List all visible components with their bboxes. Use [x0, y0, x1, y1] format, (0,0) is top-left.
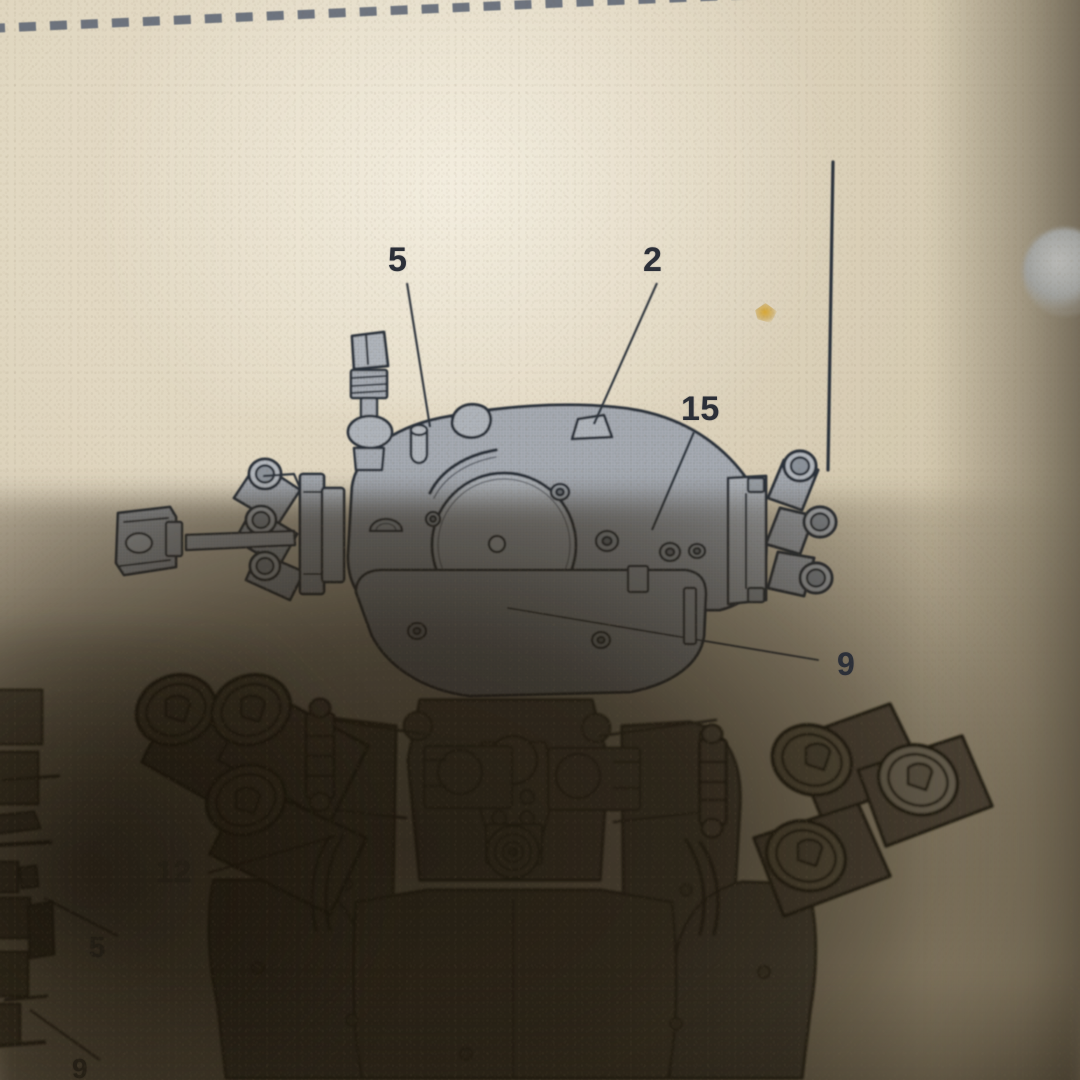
- callout-partial-bottom: 9: [72, 1053, 89, 1080]
- callout-5-bottom: 5: [89, 932, 106, 964]
- photo-shadow-right: [928, 0, 1080, 1080]
- callout-12: 12: [156, 854, 192, 889]
- callout-5-top: 5: [388, 241, 408, 279]
- callout-15: 15: [681, 390, 720, 428]
- callout-9: 9: [837, 646, 856, 682]
- callout-2: 2: [643, 241, 663, 279]
- photo-shadow-bottom: [0, 972, 1080, 1080]
- head-mast: [346, 330, 394, 472]
- paper-highlight: [86, 0, 843, 411]
- yellow-ink-fleck: [755, 303, 777, 323]
